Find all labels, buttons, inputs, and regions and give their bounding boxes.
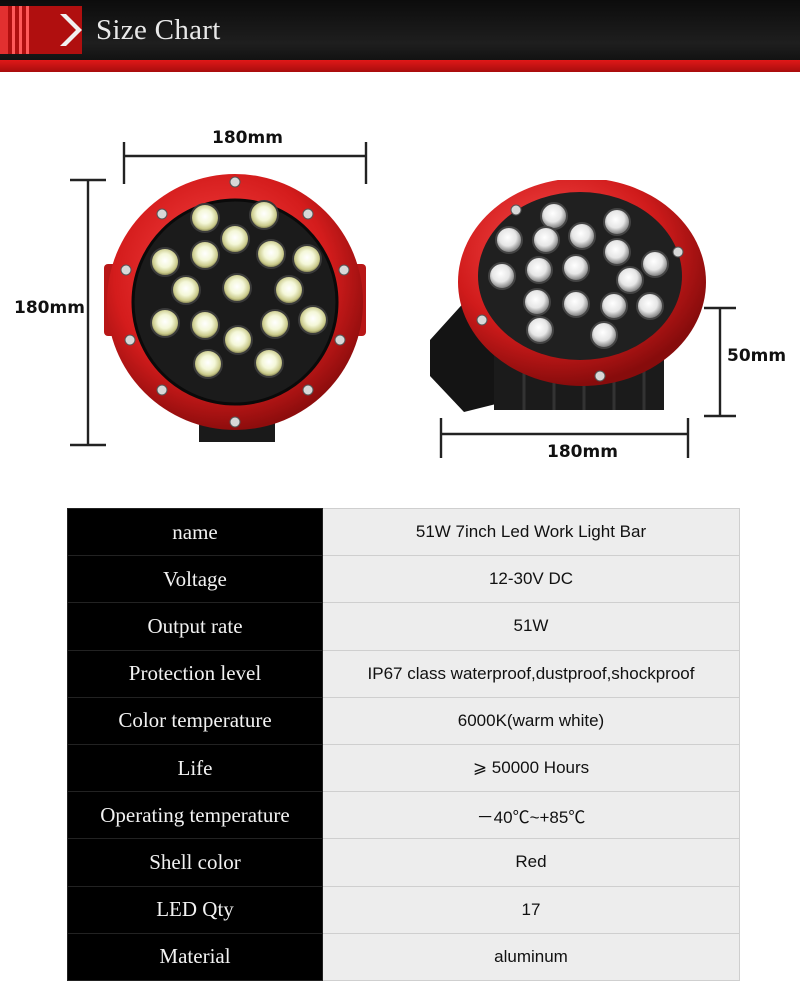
front-view-lamp-image <box>104 174 366 442</box>
spec-value: aluminum <box>322 932 740 981</box>
spec-key: Life <box>67 743 323 793</box>
spec-key: Color temperature <box>67 696 323 745</box>
header-banner: Size Chart <box>0 0 800 72</box>
side-width-label: 180mm <box>547 442 618 462</box>
angled-view-lamp-image <box>430 180 706 412</box>
spec-value: 17 <box>322 885 740 934</box>
spec-value: ⩾ 50000 Hours <box>322 743 740 793</box>
spec-row: Operating temperature－40℃~+85℃ <box>67 791 740 840</box>
spec-key: Operating temperature <box>67 791 323 840</box>
spec-value: 51W <box>322 602 740 651</box>
spec-value: Red <box>322 838 740 887</box>
front-height-label: 180mm <box>14 298 85 318</box>
page-title: Size Chart <box>96 14 221 46</box>
spec-key: name <box>67 507 323 557</box>
spec-key: LED Qty <box>67 885 323 934</box>
banner-red-rule <box>0 60 800 72</box>
spec-value: 6000K(warm white) <box>322 696 740 745</box>
spec-row: Life⩾ 50000 Hours <box>67 743 740 793</box>
side-depth-label: 50mm <box>727 346 787 366</box>
banner-stripes-decoration <box>0 6 82 54</box>
spec-value: 12-30V DC <box>322 555 740 604</box>
spec-key: Output rate <box>67 602 323 651</box>
product-dimension-figures: 180mm 180mm 50mm 180mm <box>0 100 800 490</box>
spec-key: Protection level <box>67 649 323 698</box>
dimension-lines <box>70 142 736 458</box>
spec-value: 51W 7inch Led Work Light Bar <box>322 507 740 557</box>
front-width-label: 180mm <box>212 128 283 148</box>
spec-value: IP67 class waterproof,dustproof,shockpro… <box>322 649 740 698</box>
spec-key: Voltage <box>67 555 323 604</box>
spec-key: Shell color <box>67 838 323 887</box>
spec-key: Material <box>67 932 323 981</box>
spec-value: －40℃~+85℃ <box>322 791 740 840</box>
